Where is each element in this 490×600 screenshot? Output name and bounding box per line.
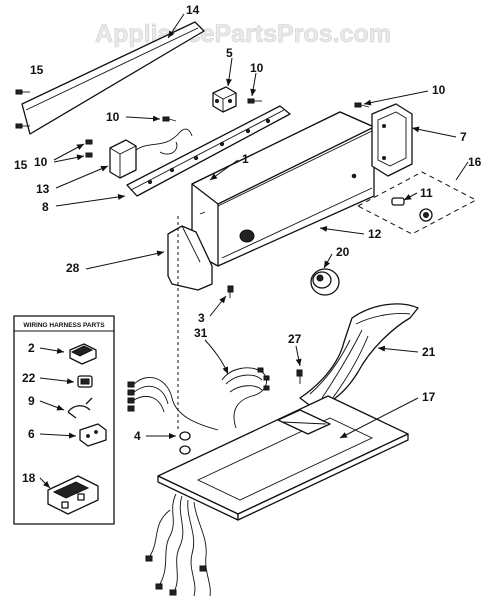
callout-5: 5 — [226, 46, 233, 60]
part-11-bushing — [391, 197, 433, 222]
callout-27: 27 — [288, 332, 302, 346]
part-13-timer — [109, 128, 193, 179]
part-22-connector — [77, 375, 93, 388]
part-16-kit-box — [356, 171, 478, 235]
callout-labels: 14 15 15 5 10 10 10 10 7 16 1 11 13 8 12… — [14, 3, 482, 485]
part-17-top-panel — [157, 395, 409, 521]
callout-22: 22 — [22, 371, 36, 385]
part-28-end-cap — [167, 225, 213, 291]
inset-title: WIRING HARNESS PARTS — [23, 322, 105, 329]
leader-lines — [39, 13, 469, 489]
part-15-screws — [15, 89, 30, 129]
callout-8: 8 — [42, 200, 49, 214]
wiring-harness-parts-inset: WIRING HARNESS PARTS — [13, 315, 115, 525]
part-8-control-panel — [126, 105, 291, 197]
part-2-connector — [69, 343, 97, 365]
callout-15-bottom: 15 — [14, 158, 28, 172]
part-21-harness — [299, 303, 419, 411]
callout-2: 2 — [28, 341, 35, 355]
callout-9: 9 — [28, 394, 35, 408]
callout-12: 12 — [368, 227, 382, 241]
part-12-console — [191, 111, 375, 267]
part-10-screws — [85, 98, 370, 158]
callout-17: 17 — [422, 390, 436, 404]
part-20-knob — [310, 268, 340, 296]
part-3-screw — [227, 285, 234, 298]
callout-20: 20 — [336, 245, 350, 259]
callout-6: 6 — [28, 427, 35, 441]
part-27-screw — [296, 369, 303, 384]
callout-3: 3 — [198, 311, 205, 325]
watermark-text: AppliancePartsPros.com — [95, 20, 391, 48]
lower-harness-wires — [145, 493, 211, 597]
callout-10-top: 10 — [250, 61, 264, 75]
part-4-grommets — [179, 431, 191, 455]
callout-16: 16 — [468, 155, 482, 169]
callout-7: 7 — [460, 130, 467, 144]
part-14-rear-panel — [21, 21, 205, 135]
callout-1: 1 — [242, 152, 249, 166]
callout-28: 28 — [66, 261, 80, 275]
callout-18: 18 — [22, 471, 36, 485]
callout-21: 21 — [422, 345, 436, 359]
part-31-harness — [127, 367, 270, 431]
part-7-bracket — [371, 103, 413, 177]
callout-15-top: 15 — [30, 63, 44, 77]
callout-13: 13 — [36, 182, 50, 196]
callout-11: 11 — [420, 186, 433, 200]
callout-10-mid: 10 — [106, 110, 120, 124]
part-18-connector-block — [47, 475, 99, 515]
callout-31: 31 — [194, 326, 208, 340]
callout-10-left: 10 — [34, 155, 48, 169]
part-9-clip — [67, 397, 93, 419]
callout-10-right: 10 — [432, 83, 446, 97]
callout-14: 14 — [186, 3, 200, 17]
part-6-terminal-block — [79, 423, 107, 447]
callout-4: 4 — [134, 429, 141, 443]
part-5-switch — [212, 86, 237, 113]
